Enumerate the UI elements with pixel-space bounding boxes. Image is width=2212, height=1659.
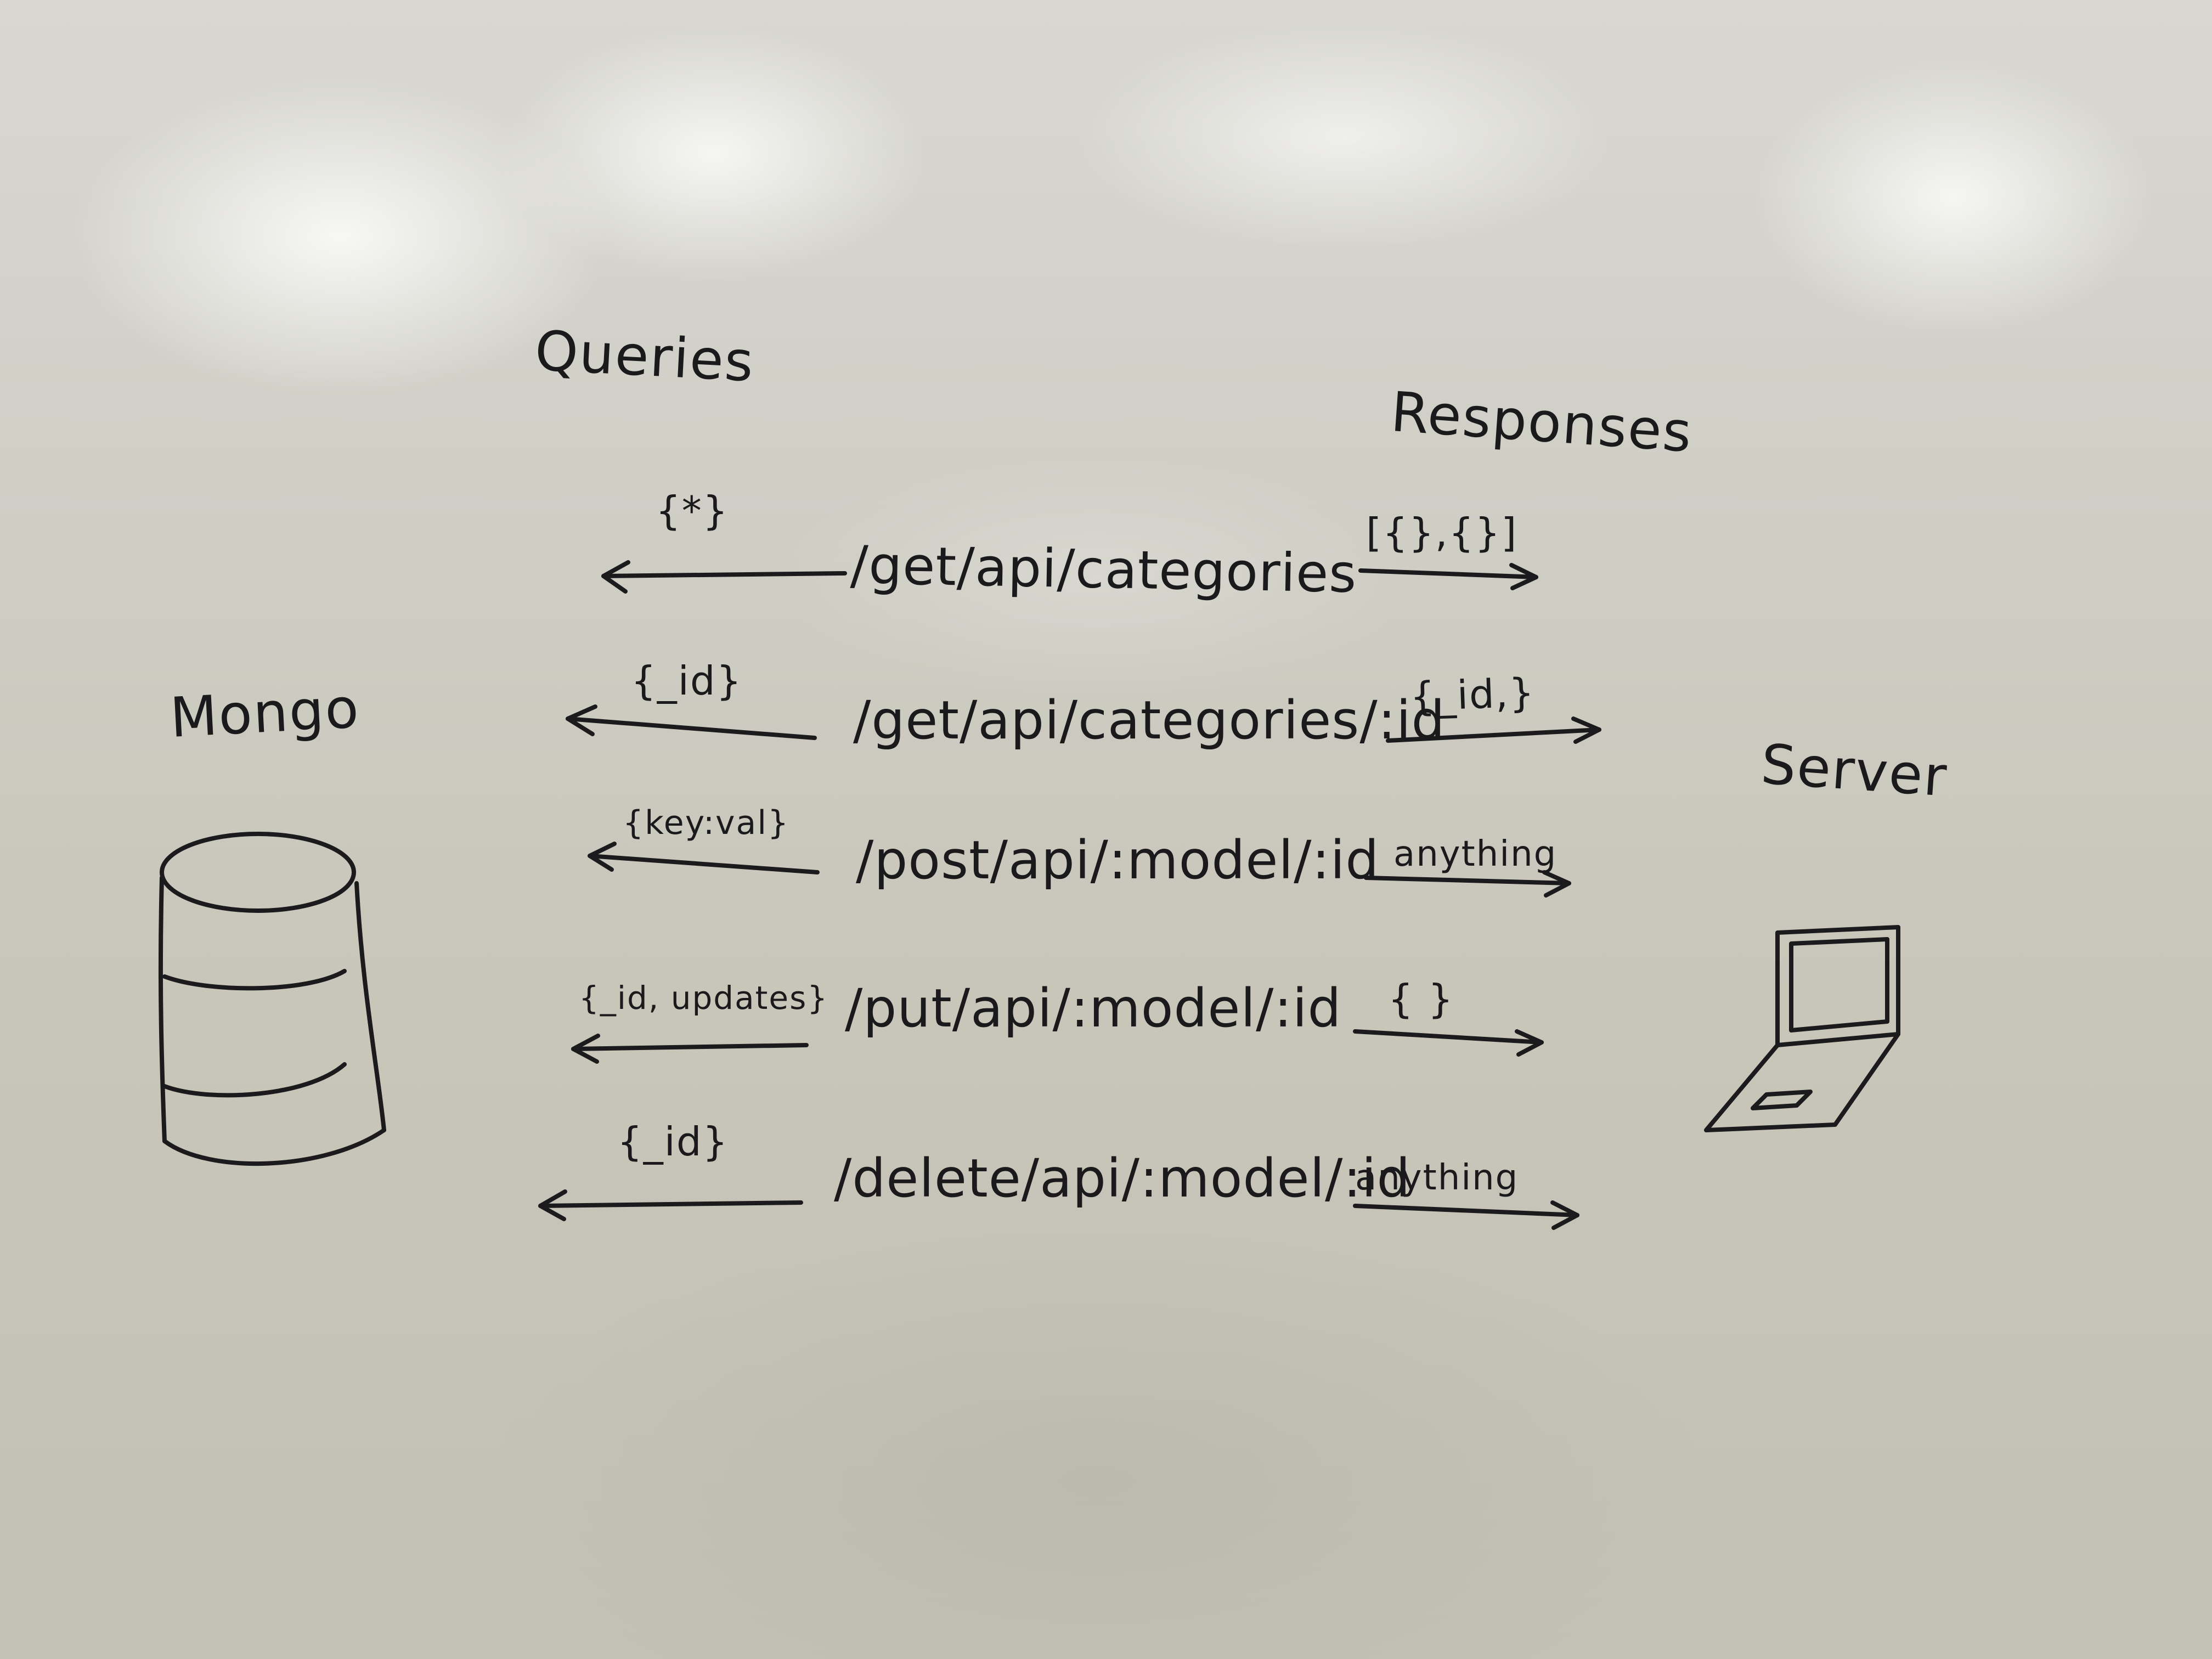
response-payload: {_id,} [1409, 669, 1536, 720]
endpoint-path: /get/api/categories/:id [853, 690, 1446, 751]
endpoint-path: /post/api/:model/:id [856, 830, 1380, 891]
query-arrows [538, 560, 847, 1221]
mongo-label: Mongo [168, 676, 362, 750]
response-payload: anything [1355, 1158, 1519, 1198]
query-payload: {key:val} [623, 804, 790, 842]
query-payload: {_id} [631, 658, 743, 704]
queries-heading: Queries [533, 318, 756, 394]
response-payload: [{},{}] [1366, 510, 1518, 556]
endpoint-path: /delete/api/:model/:id [834, 1148, 1411, 1209]
laptop-icon [1704, 925, 1900, 1132]
endpoint-path: /get/api/categories [850, 534, 1358, 605]
response-payload: { } [1388, 976, 1454, 1022]
query-payload: {*} [656, 488, 729, 534]
response-arrows [1353, 563, 1601, 1230]
response-payload: anything [1393, 834, 1558, 874]
query-payload: {_id, updates} [579, 979, 829, 1017]
server-label: Server [1759, 732, 1950, 809]
query-payload: {_id} [617, 1119, 729, 1165]
database-cylinder-icon [158, 832, 386, 1166]
endpoint-path: /put/api/:model/:id [845, 978, 1342, 1039]
